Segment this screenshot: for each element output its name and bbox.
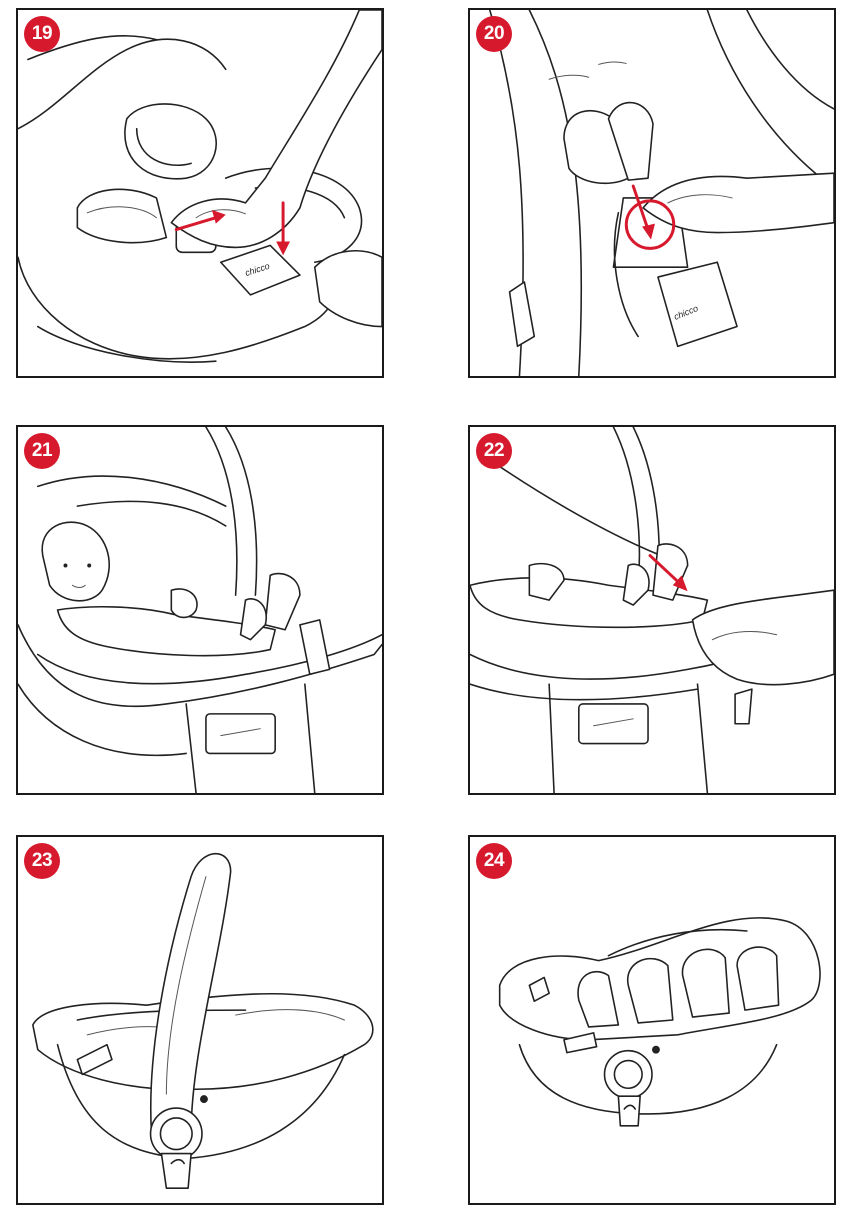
- step-19-panel: 19 chicco: [16, 8, 384, 378]
- step-number-badge: 24: [476, 843, 512, 879]
- step-22-panel: 22: [468, 425, 836, 795]
- arrow-icon: [648, 554, 688, 592]
- arrow-icon: [174, 209, 226, 232]
- step-22-illustration: [470, 427, 834, 793]
- step-20-illustration: chicco: [488, 10, 834, 376]
- step-number-badge: 20: [476, 16, 512, 52]
- arrow-icon: [276, 201, 291, 256]
- step-23-illustration: [32, 852, 374, 1189]
- step-24-illustration: [498, 917, 821, 1127]
- step-number-badge: 23: [24, 843, 60, 879]
- step-23-panel: 23: [16, 835, 384, 1205]
- step-24-panel: 24: [468, 835, 836, 1205]
- step-number-badge: 22: [476, 433, 512, 469]
- step-19-illustration: chicco: [18, 10, 382, 363]
- step-20-panel: 20 chicco: [468, 8, 836, 378]
- highlight-circle-icon: [624, 199, 676, 250]
- step-number-badge: 21: [24, 433, 60, 469]
- arrow-icon: [631, 184, 655, 240]
- step-21-illustration: [18, 427, 382, 793]
- step-21-panel: 21: [16, 425, 384, 795]
- step-number-badge: 19: [24, 16, 60, 52]
